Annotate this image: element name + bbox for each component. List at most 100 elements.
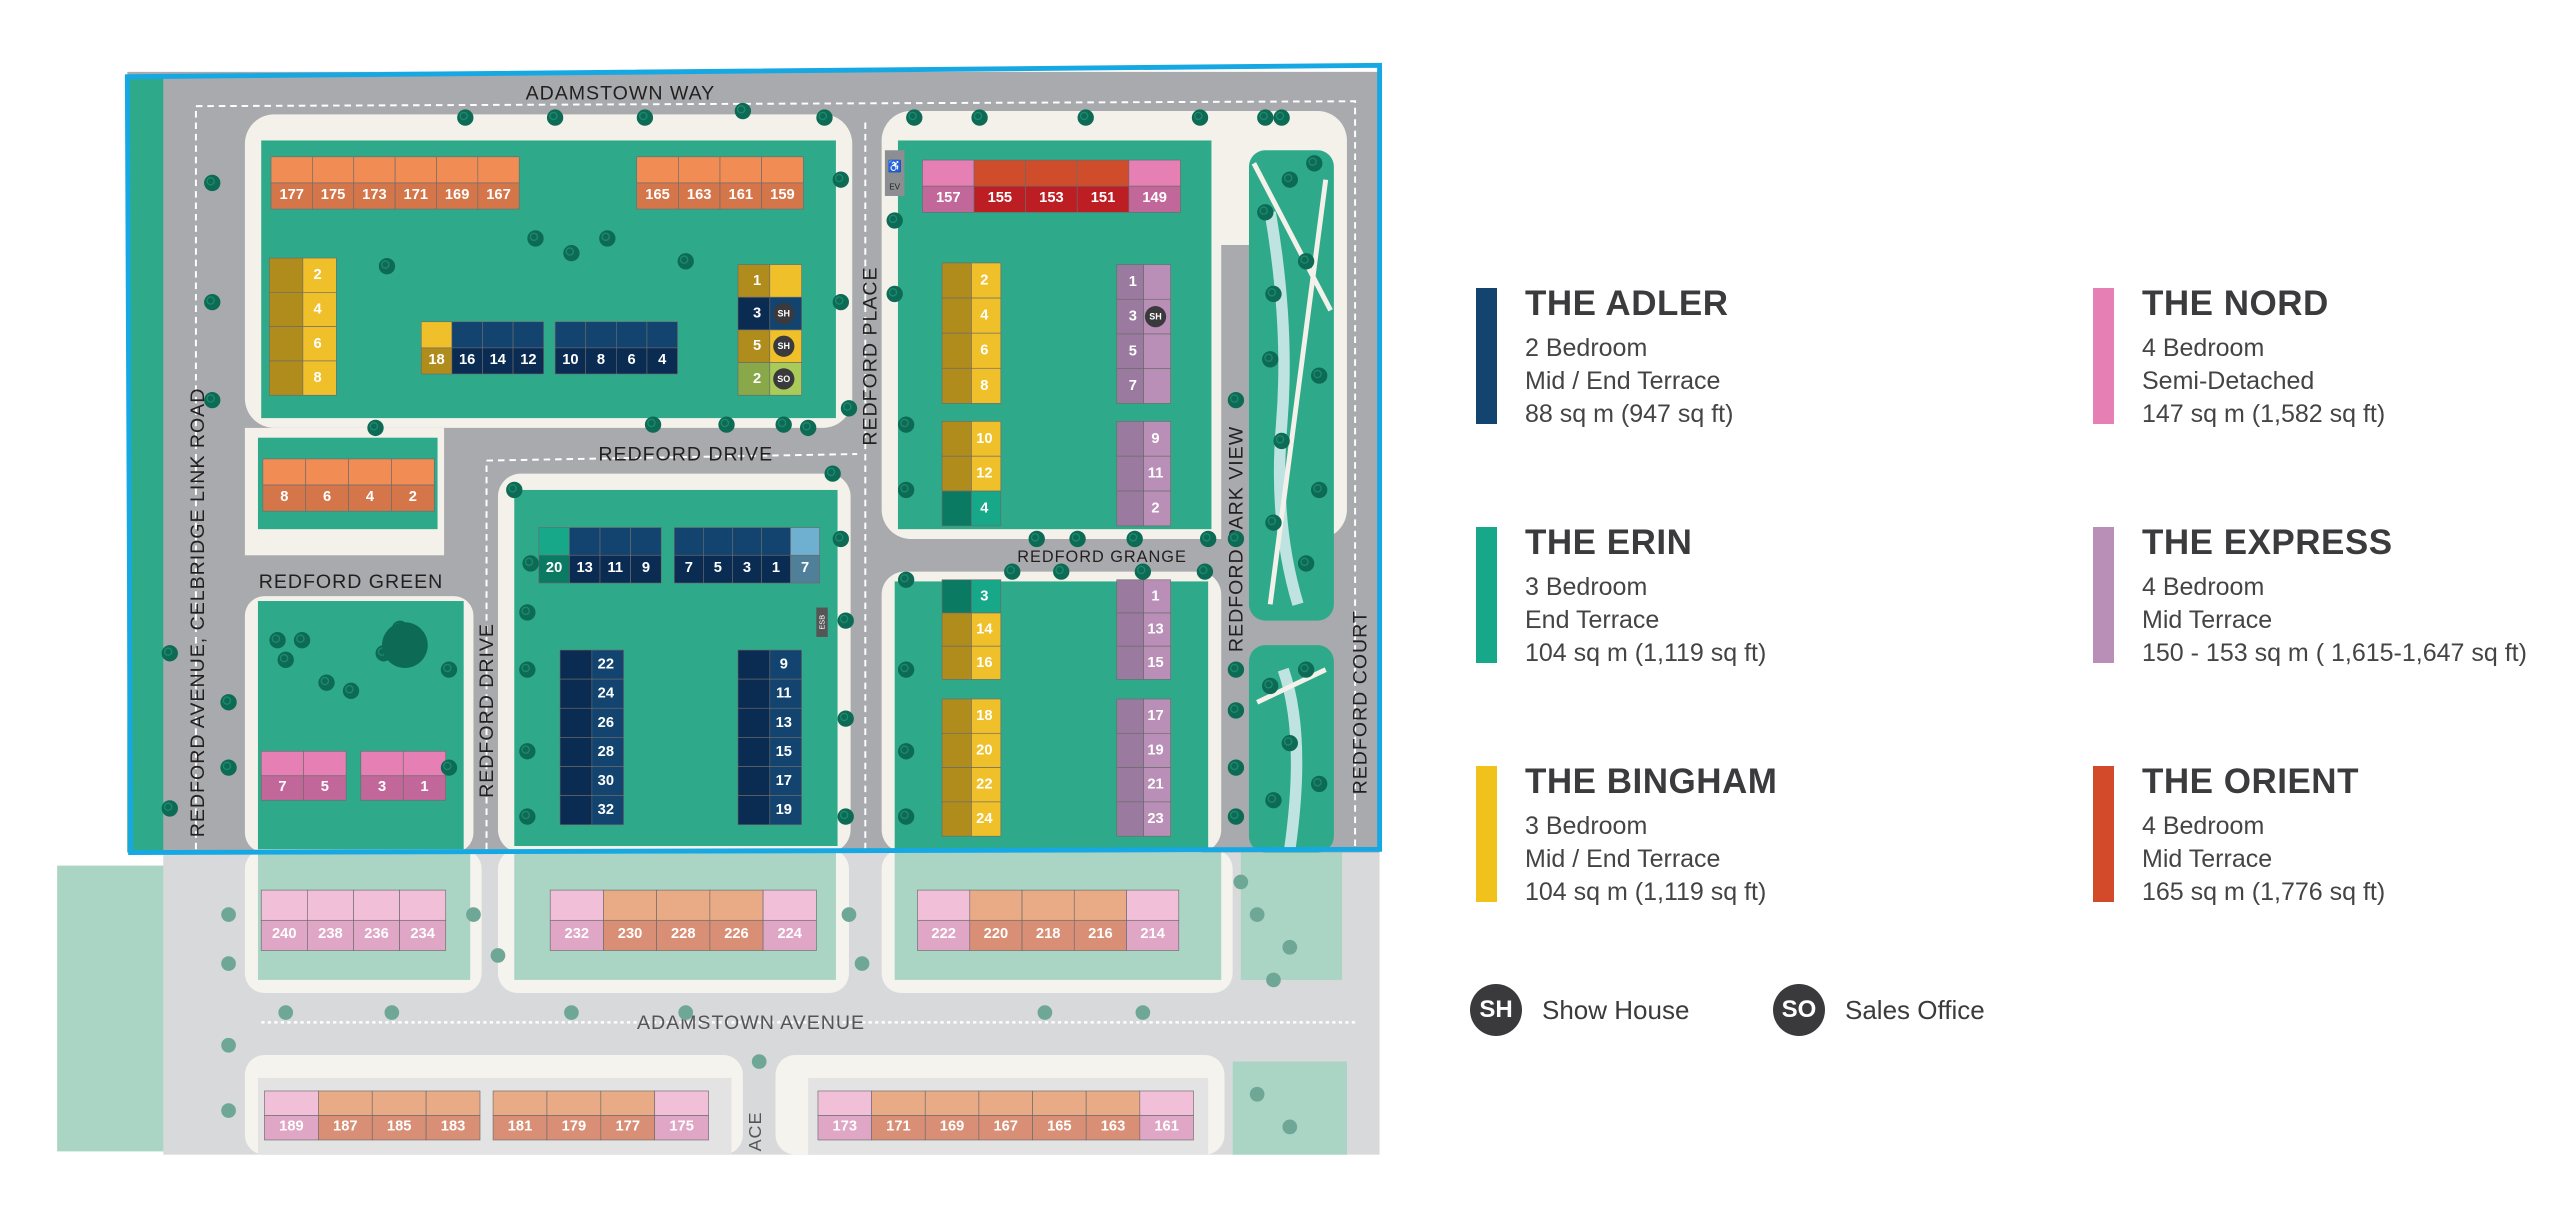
house-plot-express[interactable]: 2 — [1116, 490, 1171, 527]
house-plot-express[interactable]: 15 — [1116, 645, 1171, 680]
house-plot-orange[interactable]: 173 — [353, 156, 396, 210]
house-plot-adler[interactable]: 30 — [559, 766, 624, 796]
house-plot-express[interactable]: 19 — [1116, 732, 1171, 768]
house-plot-adler[interactable]: 7 — [673, 527, 704, 584]
house-plot-adler[interactable]: 15 — [737, 737, 802, 767]
house-plot-forange[interactable]: 216 — [1073, 889, 1127, 951]
house-plot-bingham[interactable]: 1 — [737, 264, 802, 298]
house-plot-forange[interactable]: 179 — [546, 1090, 602, 1141]
house-plot-nord[interactable]: 149 — [1128, 159, 1181, 213]
house-plot-forange[interactable]: 230 — [603, 889, 657, 951]
house-plot-forange[interactable]: 171 — [871, 1090, 926, 1141]
house-plot-adler[interactable]: 6 — [616, 321, 648, 375]
house-plot-nord[interactable]: 3 — [360, 750, 404, 801]
house-plot-erin[interactable]: 4 — [941, 490, 1002, 527]
house-plot-forange[interactable]: 185 — [371, 1090, 427, 1141]
house-plot-fpink[interactable]: 222 — [917, 889, 971, 951]
house-plot-forange[interactable]: 167 — [978, 1090, 1033, 1141]
house-plot-forange[interactable]: 218 — [1021, 889, 1075, 951]
house-plot-bingham[interactable]: 14 — [941, 612, 1002, 647]
house-plot-fpink[interactable]: 161 — [1139, 1090, 1194, 1141]
house-plot-fpink[interactable]: 240 — [260, 889, 308, 951]
house-plot-adler[interactable]: 22 — [559, 649, 624, 680]
house-plot-forange[interactable]: 163 — [1085, 1090, 1141, 1141]
house-plot-fpink[interactable]: 236 — [353, 889, 400, 951]
house-plot-nord[interactable]: 1 — [402, 750, 447, 801]
house-plot-bingham[interactable]: 16 — [941, 645, 1002, 680]
house-plot-erin[interactable]: 20 — [538, 527, 570, 584]
house-plot-bingham[interactable]: 10 — [941, 421, 1002, 457]
house-plot-adler[interactable]: 26 — [559, 707, 624, 738]
house-plot-fpink[interactable]: 232 — [549, 889, 604, 951]
house-plot-adler[interactable]: 13 — [569, 527, 601, 584]
house-plot-forange[interactable]: 220 — [969, 889, 1023, 951]
house-plot-orient[interactable]: 153 — [1025, 159, 1078, 213]
house-plot-adler[interactable]: 32 — [559, 795, 624, 826]
house-plot-adler[interactable]: 4 — [646, 321, 678, 375]
house-plot-orange[interactable]: 6 — [305, 458, 349, 512]
house-plot-adler[interactable]: 3 — [732, 527, 762, 584]
house-plot-express[interactable]: 23 — [1116, 801, 1171, 837]
house-plot-adler[interactable]: 14 — [482, 321, 514, 375]
house-plot-orange[interactable]: 169 — [436, 156, 479, 210]
house-plot-nord[interactable]: 157 — [922, 159, 975, 213]
house-plot-adler[interactable]: 1 — [761, 527, 791, 584]
house-plot-adler[interactable]: 8 — [585, 321, 617, 375]
house-plot-fpink[interactable]: 214 — [1126, 889, 1180, 951]
house-plot-orange[interactable]: 161 — [719, 156, 762, 210]
house-plot-bingham[interactable]: 18 — [941, 698, 1002, 734]
house-plot-bingham[interactable]: 24 — [941, 801, 1002, 837]
house-plot-forange[interactable]: 169 — [924, 1090, 980, 1141]
house-plot-forange[interactable]: 181 — [492, 1090, 548, 1141]
house-plot-adler[interactable]: 13 — [737, 707, 802, 738]
house-plot-bingham[interactable]: 12 — [941, 455, 1002, 492]
house-plot-bingham[interactable]: 2 — [269, 257, 337, 293]
house-plot-erin[interactable]: 3 — [941, 579, 1002, 614]
house-plot-fpink[interactable]: 238 — [307, 889, 354, 951]
house-plot-orient[interactable]: 155 — [973, 159, 1026, 213]
house-plot-bingham[interactable]: 4 — [269, 292, 337, 327]
house-plot-fpink[interactable]: 173 — [817, 1090, 872, 1141]
house-plot-adler[interactable]: 16 — [451, 321, 483, 375]
house-plot-orange[interactable]: 167 — [477, 156, 520, 210]
house-plot-orange[interactable]: 175 — [312, 156, 355, 210]
house-plot-adler[interactable]: 28 — [559, 737, 624, 767]
house-plot-orange[interactable]: 163 — [678, 156, 721, 210]
house-plot-fpink[interactable]: 175 — [654, 1090, 709, 1141]
house-plot-express[interactable]: 11 — [1116, 455, 1171, 492]
house-plot-bingham[interactable]: 20 — [941, 732, 1002, 768]
house-plot-orange[interactable]: 8 — [262, 458, 307, 512]
house-plot-orange[interactable]: 177 — [270, 156, 313, 210]
house-plot-nord[interactable]: 7 — [260, 750, 304, 801]
house-plot-orange[interactable]: 171 — [394, 156, 437, 210]
house-plot-forange[interactable]: 228 — [656, 889, 711, 951]
house-plot-bingham[interactable]: 4 — [941, 297, 1002, 334]
house-plot-bingham[interactable]: 8 — [269, 360, 337, 396]
house-plot-adler[interactable]: 11 — [599, 527, 631, 584]
house-plot-bingham[interactable]: 6 — [941, 332, 1002, 369]
house-plot-express[interactable]: 1 — [1116, 264, 1171, 300]
house-plot-nord[interactable]: 5 — [303, 750, 347, 801]
house-plot-adler[interactable]: 9 — [737, 649, 802, 680]
house-plot-adler[interactable]: 11 — [737, 678, 802, 709]
house-plot-express[interactable]: 5 — [1116, 333, 1171, 370]
house-plot-adler[interactable]: 24 — [559, 678, 624, 709]
house-plot-adler[interactable]: 12 — [512, 321, 544, 375]
house-plot-orange[interactable]: 2 — [391, 458, 435, 512]
house-plot-forange[interactable]: 165 — [1032, 1090, 1087, 1141]
house-plot-express[interactable]: 13 — [1116, 612, 1171, 647]
house-plot-orange[interactable]: 159 — [761, 156, 804, 210]
house-plot-adler[interactable]: 17 — [737, 766, 802, 796]
house-plot-forange[interactable]: 226 — [709, 889, 764, 951]
house-plot-fpink[interactable]: 224 — [762, 889, 817, 951]
house-plot-bingham[interactable]: 22 — [941, 767, 1002, 803]
house-plot-adler[interactable]: 9 — [630, 527, 662, 584]
house-plot-orange[interactable]: 4 — [348, 458, 392, 512]
house-plot-express[interactable]: 17 — [1116, 698, 1171, 734]
house-plot-bingham[interactable]: 2 — [941, 262, 1002, 299]
house-plot-express[interactable]: 9 — [1116, 421, 1171, 457]
